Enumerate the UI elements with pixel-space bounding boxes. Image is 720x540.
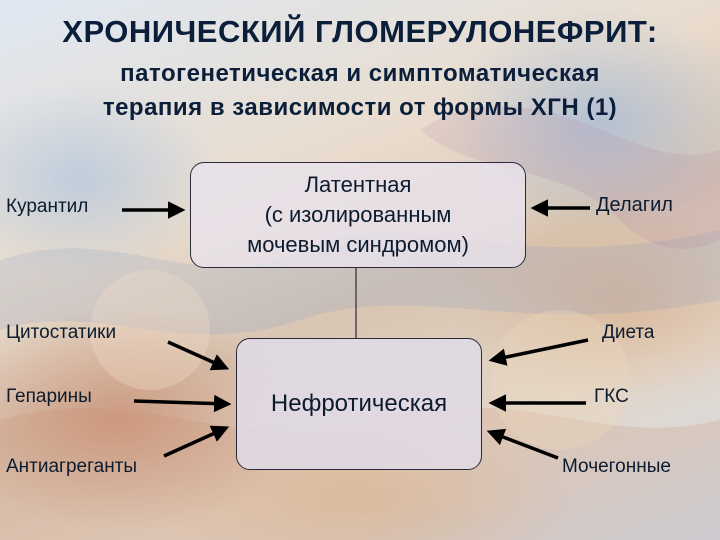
slide-subtitle-line2: терапия в зависимости от формы ХГН (1) xyxy=(102,94,618,121)
latent-form-line1: Латентная xyxy=(304,172,412,197)
therapy-kurantil: Курантил xyxy=(6,196,89,217)
arrow-heparins xyxy=(133,394,232,413)
therapy-delagil: Делагил xyxy=(596,194,673,216)
latent-form-line2: (с изолированным xyxy=(264,202,452,227)
nephrotic-form-label: Нефротическая xyxy=(270,390,448,417)
slide-title: ХРОНИЧЕСКИЙ ГЛОМЕРУЛОНЕФРИТ: xyxy=(62,14,658,49)
arrow-diet xyxy=(488,338,589,366)
therapy-diuretics: Мочегонные xyxy=(562,456,671,477)
arrow-diuretics xyxy=(486,428,559,460)
slide-subtitle-line1: патогенетическая и симптоматическая xyxy=(120,60,600,87)
therapy-antiaggregants: Антиагреганты xyxy=(6,456,138,477)
therapy-gks: ГКС xyxy=(594,386,629,407)
arrow-cytostatics xyxy=(167,340,230,371)
latent-form-line3: мочевым синдромом) xyxy=(247,232,469,257)
therapy-cytostatics: Цитостатики xyxy=(6,322,117,343)
therapy-diet: Диета xyxy=(602,322,655,343)
arrow-antiaggregants xyxy=(163,425,230,458)
therapy-heparins: Гепарины xyxy=(6,386,92,407)
nephrotic-form-box: Нефротическая xyxy=(236,338,482,470)
latent-form-box: Латентная (с изолированным мочевым синдр… xyxy=(190,162,526,268)
